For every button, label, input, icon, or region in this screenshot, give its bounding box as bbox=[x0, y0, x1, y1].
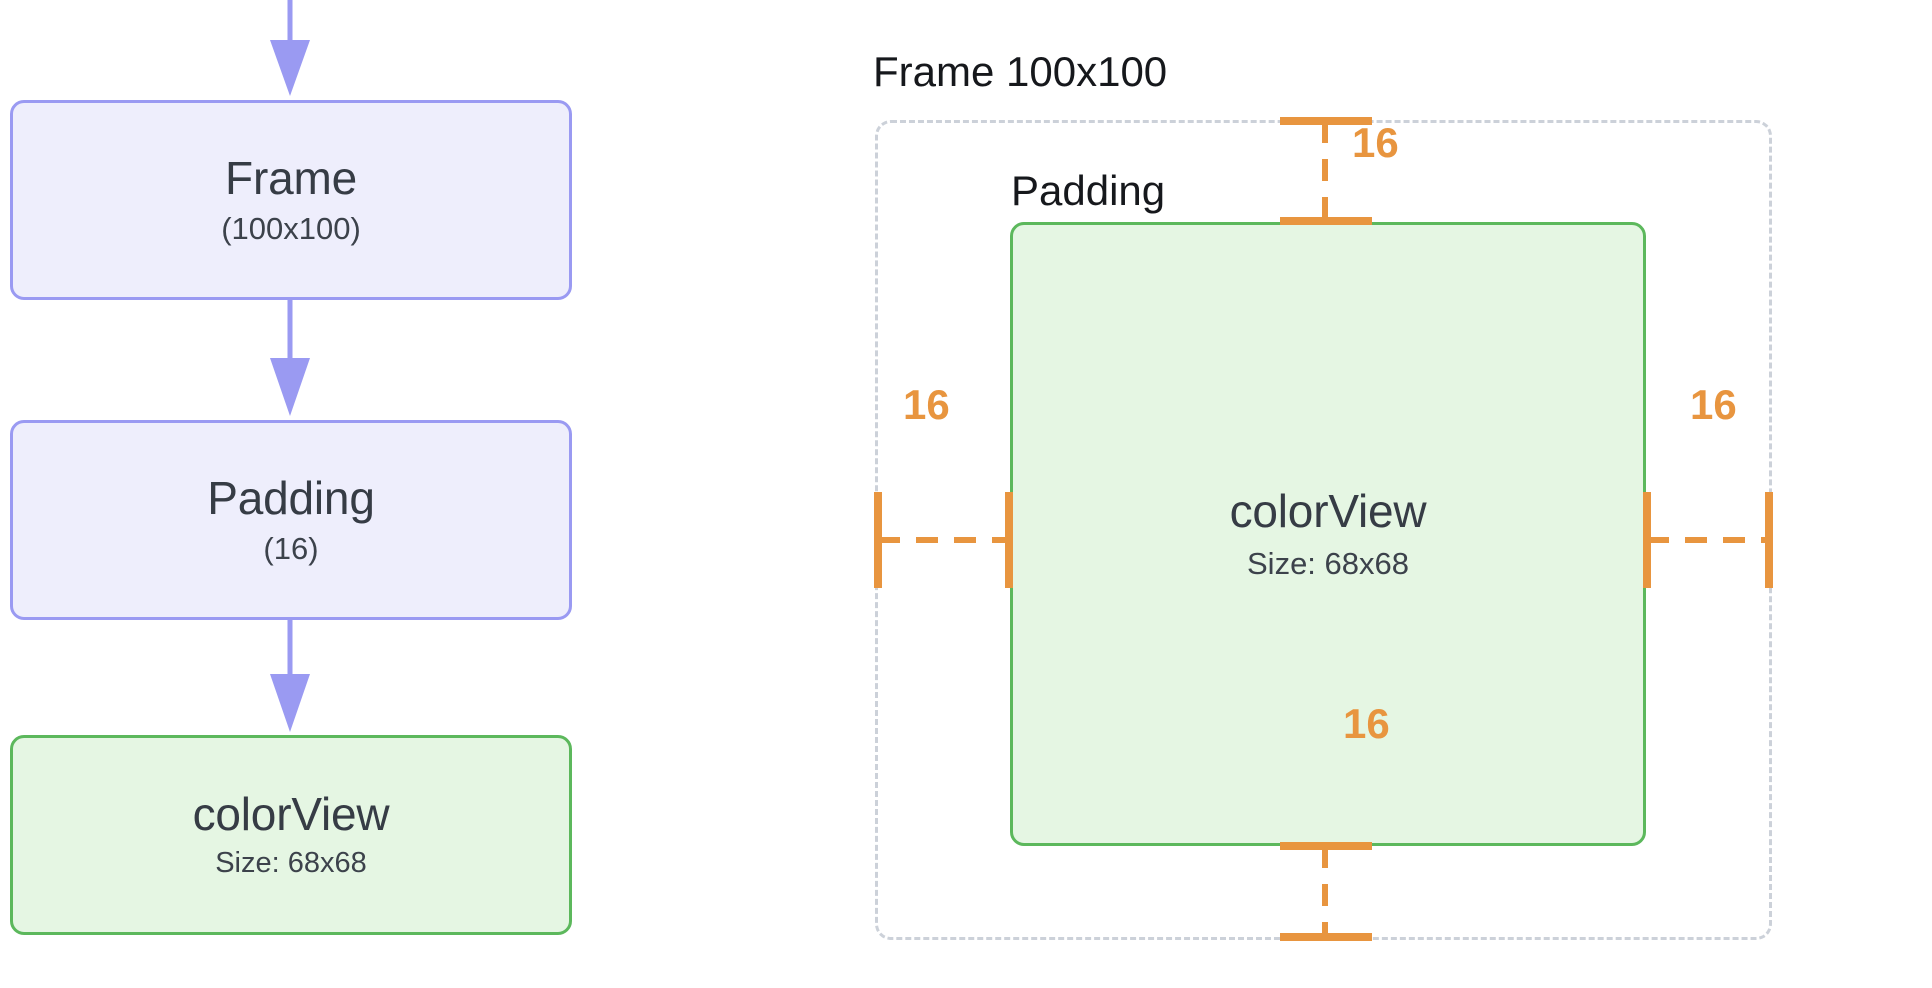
frame-title-label: Frame 100x100 bbox=[873, 48, 1168, 95]
flow-node-colorview-title: colorView bbox=[192, 787, 390, 840]
arrow-frame-to-padding bbox=[270, 300, 310, 416]
flow-node-colorview-subtitle: Size: 68x68 bbox=[215, 847, 367, 880]
colorview-box[interactable]: colorView Size: 68x68 bbox=[1010, 222, 1646, 846]
flow-node-frame[interactable]: Frame (100x100) bbox=[10, 100, 572, 300]
arrow-padding-to-colorview bbox=[270, 620, 310, 732]
flow-node-frame-subtitle: (100x100) bbox=[221, 211, 361, 247]
dimension-label-bottom: 16 bbox=[1343, 700, 1390, 747]
arrow-into-frame bbox=[270, 0, 310, 96]
dimension-label-top: 16 bbox=[1352, 119, 1399, 166]
flow-node-colorview[interactable]: colorView Size: 68x68 bbox=[10, 735, 572, 935]
flow-node-padding-title: Padding bbox=[207, 471, 375, 524]
flow-node-frame-title: Frame bbox=[225, 151, 357, 204]
dimension-label-right: 16 bbox=[1690, 381, 1737, 428]
dimension-label-left: 16 bbox=[903, 381, 950, 428]
colorview-box-subtitle: Size: 68x68 bbox=[1247, 546, 1409, 582]
flow-node-padding[interactable]: Padding (16) bbox=[10, 420, 572, 620]
colorview-box-title: colorView bbox=[1229, 484, 1427, 537]
flow-node-padding-subtitle: (16) bbox=[263, 531, 319, 567]
padding-region-label: Padding bbox=[1011, 167, 1166, 214]
